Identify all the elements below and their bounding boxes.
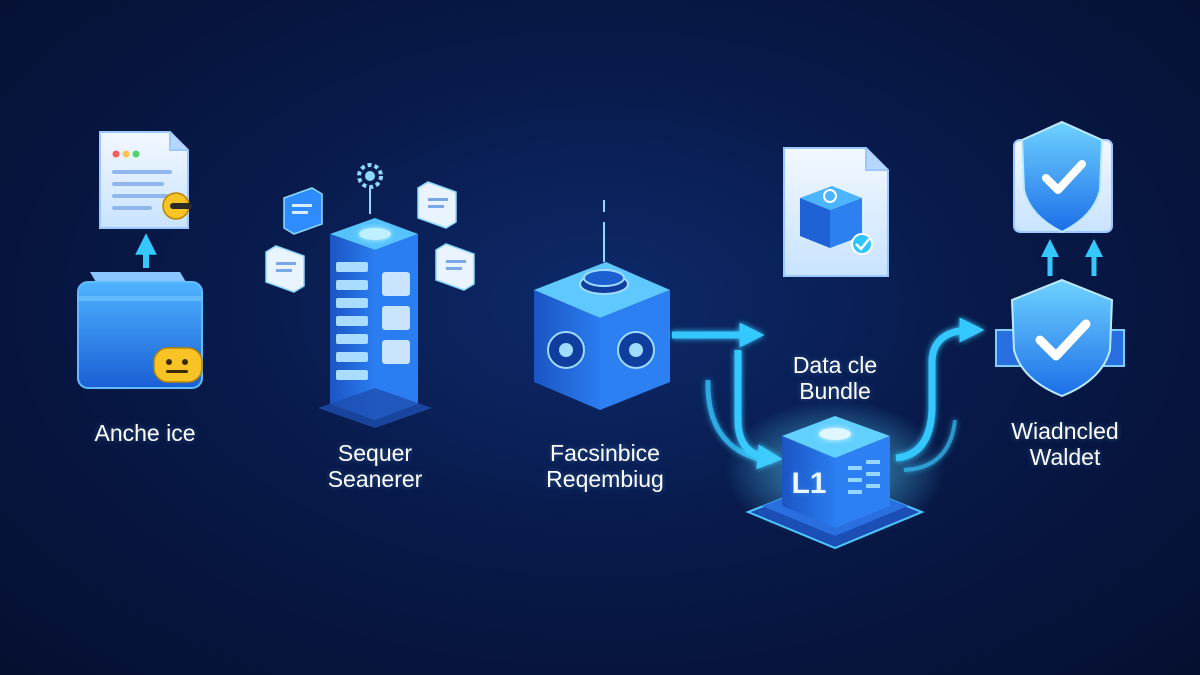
stage-label-wallet: Anche ice <box>94 420 196 446</box>
stage-label-validated: Wiadncled Waldet <box>1011 418 1119 470</box>
stage-label-processor: Facsinbice Reqembiug <box>546 440 664 492</box>
gear-icon <box>357 163 383 214</box>
l1-cube-icon <box>725 400 945 550</box>
bundle-document-icon <box>783 147 889 277</box>
key-icon <box>162 192 192 220</box>
l1-badge: L1 <box>791 467 827 500</box>
stage-label-sequencer: Sequer Seanerer <box>327 440 423 492</box>
emoji-face-icon <box>153 347 203 383</box>
document-icon <box>99 131 189 229</box>
server-tower-icon <box>318 218 432 428</box>
gear-cube-icon <box>534 200 670 410</box>
arrow-up-double-icon <box>1041 239 1103 276</box>
shield-check-icon-top <box>1013 120 1113 234</box>
mini-document-icons <box>265 181 475 293</box>
arrow-bundle-to-validated <box>895 317 985 472</box>
stage-label-bundle: Data cle Bundle <box>792 352 878 404</box>
shield-check-icon <box>995 278 1125 398</box>
